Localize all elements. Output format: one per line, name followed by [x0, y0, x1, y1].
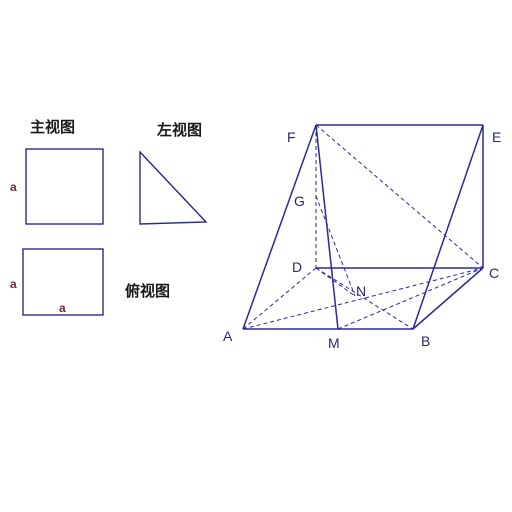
label-M: M [328, 335, 340, 351]
segment-FM [315, 124, 339, 330]
diagonal-AC-hidden [242, 267, 484, 330]
edge-DA-hidden [242, 267, 317, 330]
segment-DN-hidden [315, 267, 356, 297]
label-F: F [287, 129, 296, 145]
front-view-dimension: a [10, 180, 17, 194]
edge-BC [412, 267, 484, 330]
top-view-dimension-left: a [10, 277, 17, 291]
label-N: N [356, 283, 366, 299]
side-view-label: 左视图 [156, 121, 202, 139]
label-A: A [223, 328, 233, 344]
segment-MC-hidden [337, 267, 484, 330]
top-view-dimension-bottom: a [59, 301, 66, 315]
label-D: D [292, 259, 302, 275]
front-view-square [25, 148, 104, 225]
top-view-label: 俯视图 [125, 282, 170, 300]
segment-GN-hidden [315, 195, 356, 297]
label-C: C [489, 265, 499, 281]
label-E: E [492, 129, 501, 145]
diagonal-DB-hidden [315, 267, 414, 330]
edge-EB [412, 124, 484, 330]
front-view-label: 主视图 [30, 118, 75, 136]
solid-figure: F E G D C N A M B [223, 124, 501, 351]
label-B: B [421, 333, 430, 349]
side-view-triangle [139, 150, 208, 225]
label-G: G [294, 193, 305, 209]
top-view-rectangle [22, 248, 104, 316]
edge-FA [242, 124, 317, 330]
three-views: 主视图 a 左视图 a a 俯视图 [10, 118, 208, 316]
diagonal-FC-hidden [315, 124, 484, 269]
